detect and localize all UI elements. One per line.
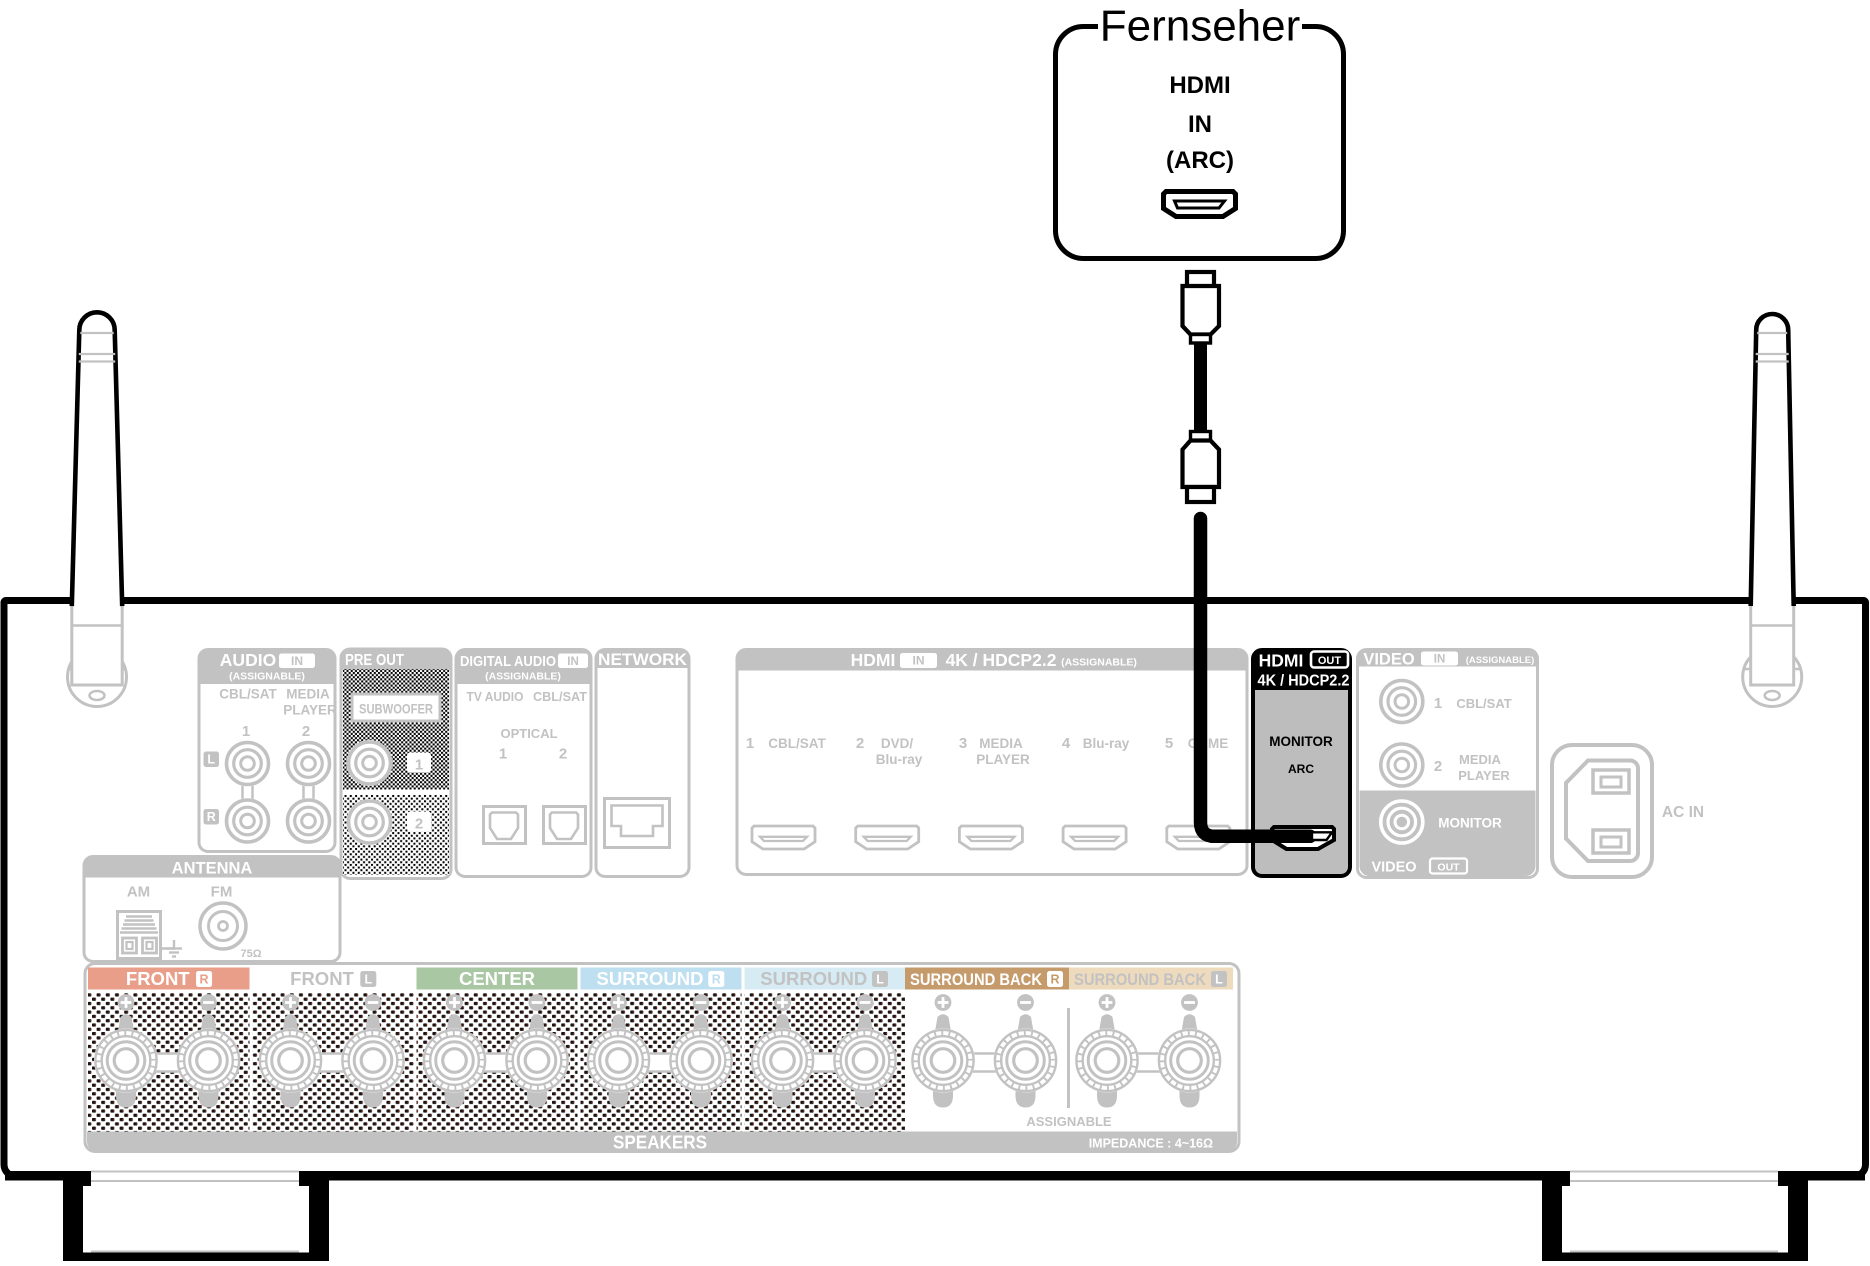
svg-text:OPTICAL: OPTICAL — [500, 726, 557, 741]
svg-text:NETWORK: NETWORK — [598, 650, 688, 669]
svg-text:FM: FM — [211, 884, 233, 901]
svg-text:MONITOR: MONITOR — [1438, 816, 1502, 831]
svg-text:5: 5 — [1165, 735, 1173, 752]
svg-text:1: 1 — [499, 746, 507, 763]
svg-text:4K / HDCP2.2: 4K / HDCP2.2 — [1258, 673, 1350, 690]
svg-text:SURROUND: SURROUND — [760, 968, 867, 989]
svg-text:ANTENNA: ANTENNA — [172, 860, 253, 878]
svg-text:1: 1 — [415, 757, 423, 774]
svg-text:CBL/SAT: CBL/SAT — [1456, 696, 1511, 711]
svg-text:CBL/SAT: CBL/SAT — [219, 687, 277, 702]
svg-text:3: 3 — [959, 735, 967, 752]
svg-text:FRONT: FRONT — [290, 968, 354, 989]
svg-text:ASSIGNABLE: ASSIGNABLE — [1026, 1114, 1112, 1129]
svg-text:HDMI: HDMI — [851, 650, 896, 670]
svg-text:2: 2 — [415, 816, 423, 833]
svg-text:75Ω: 75Ω — [240, 948, 261, 960]
svg-text:CBL/SAT: CBL/SAT — [768, 736, 826, 751]
svg-text:(ASSIGNABLE): (ASSIGNABLE) — [485, 671, 561, 683]
svg-text:AC IN: AC IN — [1662, 804, 1704, 821]
svg-text:IN: IN — [567, 656, 579, 668]
svg-text:Blu-ray: Blu-ray — [1083, 736, 1130, 751]
svg-text:MEDIA: MEDIA — [979, 736, 1023, 751]
svg-text:PRE OUT: PRE OUT — [345, 652, 404, 669]
svg-text:PLAYER: PLAYER — [976, 752, 1030, 767]
svg-text:VIDEO: VIDEO — [1371, 860, 1416, 876]
svg-text:1: 1 — [1434, 695, 1442, 712]
svg-text:MEDIA: MEDIA — [286, 687, 330, 702]
svg-text:DVD/: DVD/ — [881, 736, 914, 751]
svg-text:AUDIO: AUDIO — [220, 650, 276, 670]
svg-text:L: L — [364, 972, 372, 986]
svg-text:SURROUND: SURROUND — [597, 968, 704, 989]
svg-text:PLAYER: PLAYER — [1458, 768, 1510, 783]
svg-text:IN: IN — [1188, 111, 1212, 138]
svg-text:HDMI: HDMI — [1169, 72, 1230, 99]
svg-text:L: L — [1215, 972, 1223, 986]
svg-text:ARC: ARC — [1288, 762, 1314, 776]
svg-text:OUT: OUT — [1437, 862, 1460, 874]
svg-text:CENTER: CENTER — [459, 968, 535, 989]
svg-text:SUBWOOFER: SUBWOOFER — [359, 701, 433, 717]
svg-text:2: 2 — [856, 735, 864, 752]
svg-text:(ASSIGNABLE): (ASSIGNABLE) — [229, 671, 305, 683]
svg-text:4K / HDCP2.2: 4K / HDCP2.2 — [946, 650, 1057, 670]
svg-text:Fernseher: Fernseher — [1100, 2, 1301, 51]
svg-text:HDMI: HDMI — [1259, 651, 1304, 671]
svg-text:AM: AM — [127, 884, 150, 901]
svg-text:(ASSIGNABLE): (ASSIGNABLE) — [1061, 657, 1137, 669]
svg-text:R: R — [1050, 972, 1059, 986]
svg-text:L: L — [876, 972, 884, 986]
svg-text:SPEAKERS: SPEAKERS — [613, 1133, 707, 1153]
svg-text:FRONT: FRONT — [126, 968, 190, 989]
svg-text:(ARC): (ARC) — [1166, 147, 1234, 174]
svg-text:(ASSIGNABLE): (ASSIGNABLE) — [1466, 655, 1535, 666]
svg-text:OUT: OUT — [1318, 655, 1342, 667]
svg-text:IN: IN — [291, 654, 303, 668]
svg-text:2: 2 — [302, 723, 310, 740]
svg-text:L: L — [207, 753, 215, 767]
svg-text:VIDEO: VIDEO — [1363, 651, 1415, 669]
svg-text:2: 2 — [559, 746, 567, 763]
svg-text:1: 1 — [242, 723, 250, 740]
svg-text:SURROUND BACK: SURROUND BACK — [1074, 970, 1207, 989]
svg-text:MEDIA: MEDIA — [1459, 752, 1502, 767]
svg-text:DIGITAL AUDIO: DIGITAL AUDIO — [460, 653, 556, 670]
svg-text:Blu-ray: Blu-ray — [876, 752, 923, 767]
svg-text:IMPEDANCE : 4~16Ω: IMPEDANCE : 4~16Ω — [1089, 1137, 1213, 1151]
svg-text:R: R — [712, 972, 721, 986]
svg-text:CBL/SAT: CBL/SAT — [533, 689, 587, 704]
svg-text:4: 4 — [1062, 735, 1071, 752]
svg-text:TV AUDIO: TV AUDIO — [467, 689, 524, 704]
svg-text:SURROUND BACK: SURROUND BACK — [910, 970, 1043, 989]
svg-text:R: R — [207, 810, 216, 824]
svg-text:IN: IN — [1434, 653, 1446, 665]
svg-text:MONITOR: MONITOR — [1269, 734, 1333, 749]
svg-text:IN: IN — [913, 654, 925, 668]
svg-text:1: 1 — [746, 735, 754, 752]
svg-text:R: R — [200, 972, 209, 986]
svg-text:PLAYER: PLAYER — [283, 703, 337, 718]
svg-text:2: 2 — [1434, 758, 1442, 775]
